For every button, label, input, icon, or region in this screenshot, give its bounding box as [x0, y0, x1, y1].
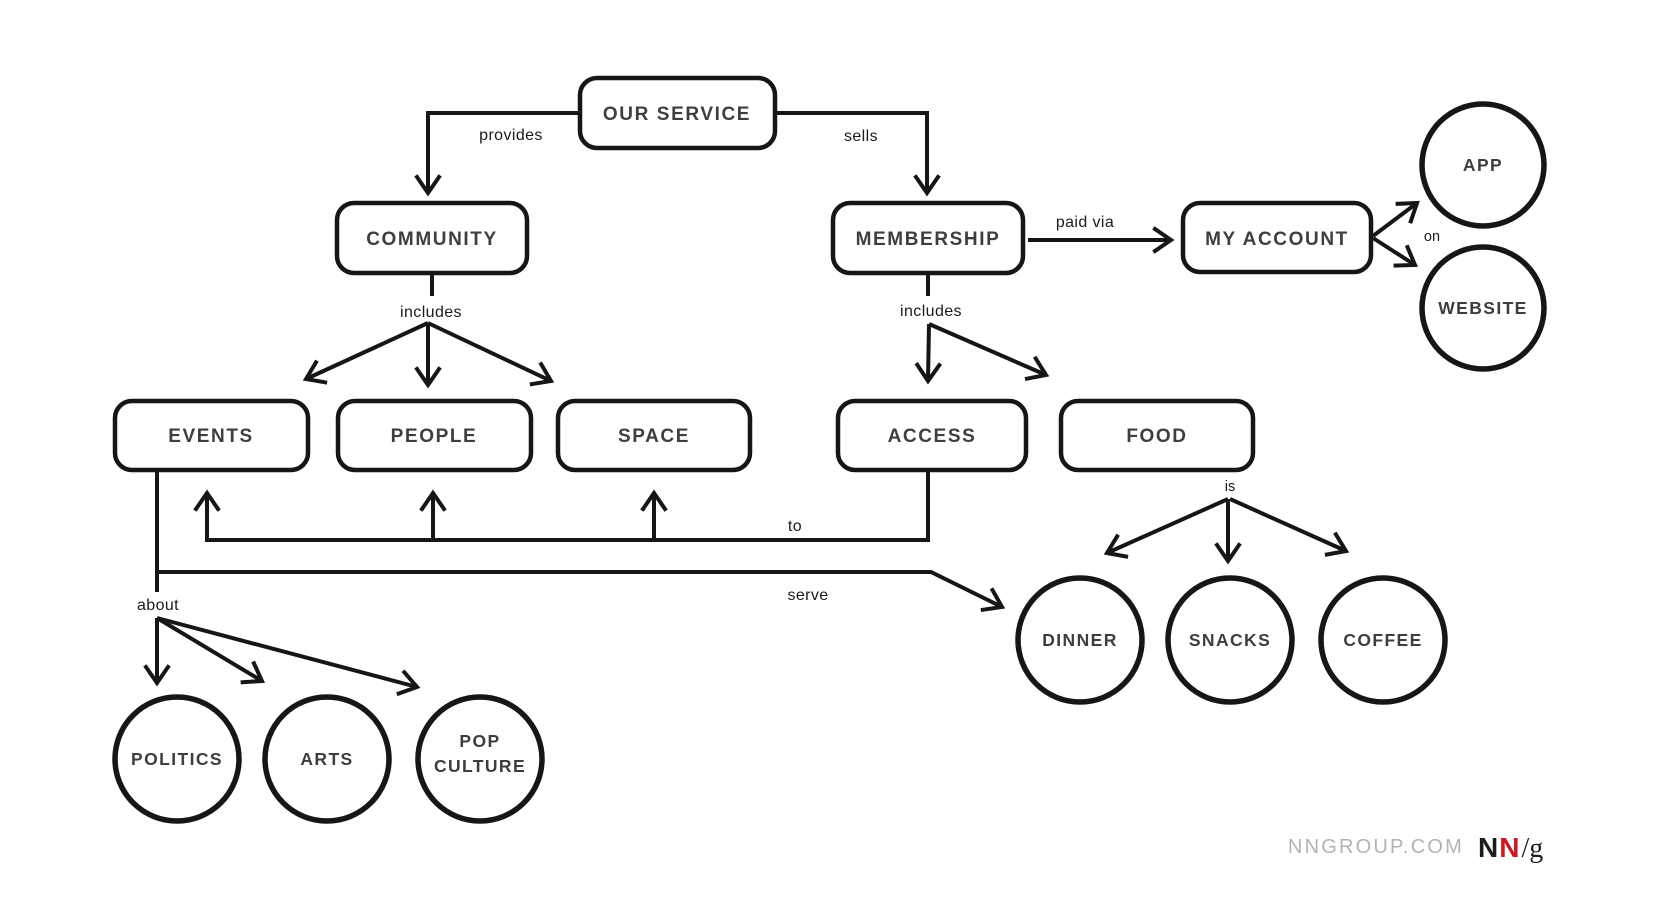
edge-sells-line — [775, 111, 941, 197]
node-people: PEOPLE — [335, 398, 534, 473]
node-app-label: APP — [1463, 155, 1503, 175]
edge-provides-line — [414, 111, 580, 197]
node-membership-label: MEMBERSHIP — [856, 229, 1001, 250]
edge-membership-includes-arrow-food — [928, 322, 1050, 382]
edge-is-arrow-dinner — [1103, 497, 1229, 559]
node-website: WEBSITE — [1419, 244, 1547, 372]
node-space: SPACE — [555, 398, 753, 473]
edge-label-on: on — [1424, 229, 1440, 245]
node-app: APP — [1419, 101, 1547, 229]
node-space-box — [555, 398, 753, 473]
node-community-box — [334, 200, 530, 276]
node-our-service-box — [577, 75, 778, 151]
edge-label-is: is — [1225, 479, 1235, 495]
edge-on-arrow-app — [1371, 200, 1420, 238]
node-food-label: FOOD — [1126, 426, 1187, 447]
node-snacks-label: SNACKS — [1189, 630, 1271, 650]
node-arts-circle — [262, 694, 392, 824]
edge-label-serve: serve — [787, 587, 828, 604]
edge-about-arrow-arts — [155, 616, 266, 685]
node-politics: POLITICS — [112, 694, 242, 824]
edge-label-paid-via: paid via — [1056, 214, 1114, 231]
node-coffee-circle — [1318, 575, 1448, 705]
edge-community-includes-arrow-space — [427, 321, 555, 387]
node-politics-circle — [112, 694, 242, 824]
node-website-circle — [1419, 244, 1547, 372]
node-my-account: MY ACCOUNT — [1180, 200, 1374, 275]
node-people-box — [335, 398, 534, 473]
node-dinner-label: DINNER — [1042, 630, 1118, 650]
node-dinner-circle — [1015, 575, 1145, 705]
node-my-account-label: MY ACCOUNT — [1205, 229, 1349, 250]
node-events: EVENTS — [112, 398, 311, 473]
node-food: FOOD — [1058, 398, 1256, 473]
node-pop-culture-circle — [415, 694, 545, 824]
node-app-circle — [1419, 101, 1547, 229]
logo-n-black: N — [1478, 832, 1498, 863]
node-access-box — [835, 398, 1029, 473]
edge-is-arrow-coffee — [1229, 497, 1350, 557]
node-community-label: COMMUNITY — [366, 229, 498, 250]
footer: NNGROUP.COM NN/g — [1288, 832, 1543, 864]
edge-label-to: to — [788, 518, 802, 535]
edge-access-to-line — [193, 470, 930, 542]
node-food-box — [1058, 398, 1256, 473]
node-politics-label: POLITICS — [131, 749, 223, 769]
node-space-label: SPACE — [618, 426, 690, 447]
node-arts: ARTS — [262, 694, 392, 824]
edge-label-provides: provides — [479, 127, 543, 144]
node-our-service: OUR SERVICE — [577, 75, 778, 151]
edge-label-about: about — [137, 597, 179, 614]
node-snacks-circle — [1165, 575, 1295, 705]
node-people-label: PEOPLE — [391, 426, 478, 447]
node-access-label: ACCESS — [888, 426, 977, 447]
edge-on-arrow-website — [1371, 236, 1418, 268]
node-membership: MEMBERSHIP — [830, 200, 1026, 276]
edge-membership-includes-arrow-access — [914, 323, 943, 385]
logo-n-red: N — [1499, 832, 1519, 863]
edge-label-includes-membership: includes — [900, 303, 962, 320]
edge-about-arrow-pop-culture — [156, 616, 421, 697]
edge-serve-line — [157, 570, 1006, 613]
logo-slash-g: /g — [1521, 833, 1543, 864]
node-events-label: EVENTS — [168, 426, 254, 447]
node-our-service-label: OUR SERVICE — [603, 104, 751, 125]
node-dinner: DINNER — [1015, 575, 1145, 705]
node-coffee: COFFEE — [1318, 575, 1448, 705]
node-snacks: SNACKS — [1165, 575, 1295, 705]
node-arts-label: ARTS — [300, 749, 353, 769]
node-community: COMMUNITY — [334, 200, 530, 276]
node-access: ACCESS — [835, 398, 1029, 473]
node-membership-box — [830, 200, 1026, 276]
edges — [143, 111, 1420, 697]
edge-label-sells: sells — [844, 128, 878, 145]
edge-labels: provides sells includes includes paid vi… — [137, 127, 1440, 614]
node-website-label: WEBSITE — [1438, 298, 1528, 318]
node-events-box — [112, 398, 311, 473]
node-my-account-box — [1180, 200, 1374, 275]
footer-site-url: NNGROUP.COM — [1288, 836, 1464, 858]
node-coffee-label: COFFEE — [1343, 630, 1422, 650]
edge-label-includes-community: includes — [400, 304, 462, 321]
nng-logo: NN/g — [1478, 832, 1543, 864]
edge-community-includes-arrow-events — [302, 321, 429, 385]
